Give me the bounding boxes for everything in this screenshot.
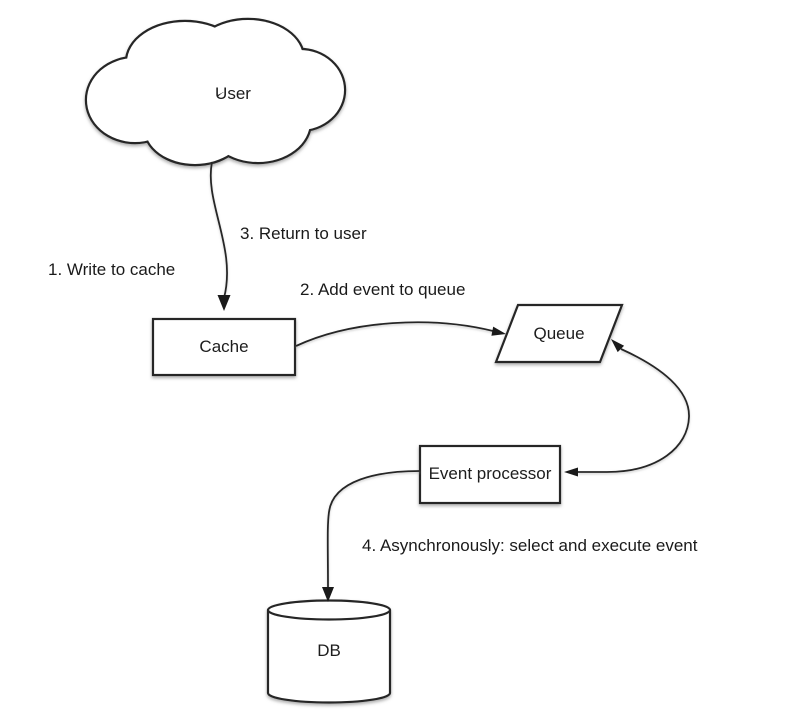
db-cylinder bbox=[266, 599, 392, 704]
arrowhead-into-event-processor bbox=[564, 467, 578, 477]
arrowheads-layer bbox=[217, 295, 625, 602]
step2-label: 2. Add event to queue bbox=[300, 280, 466, 299]
edge-cache-to-queue bbox=[295, 321, 494, 347]
arrowhead-into-db bbox=[322, 587, 334, 602]
user-node-label: User bbox=[215, 84, 251, 103]
event-processor-node-label: Event processor bbox=[428, 464, 552, 483]
db-node-label: DB bbox=[317, 641, 341, 660]
edge-user-to-cache bbox=[209, 161, 228, 299]
step1-label: 1. Write to cache bbox=[48, 260, 176, 279]
edge-queue-event-processor bbox=[578, 348, 690, 473]
arrowhead-into-queue-right bbox=[611, 339, 625, 353]
cache-node-label: Cache bbox=[199, 337, 249, 356]
edges-layer bbox=[209, 161, 690, 588]
step4-label: 4. Asynchronously: select and execute ev… bbox=[362, 536, 698, 555]
user-cloud bbox=[84, 17, 347, 167]
event-processor-box bbox=[418, 444, 562, 505]
queue-node-label: Queue bbox=[533, 324, 585, 343]
step3-label: 3. Return to user bbox=[240, 224, 367, 243]
edge-event-processor-to-db bbox=[326, 470, 421, 588]
cache-box bbox=[151, 317, 297, 377]
queue-parallelogram bbox=[494, 303, 624, 364]
arrowhead-into-cache bbox=[217, 295, 231, 311]
arrowhead-into-queue-left bbox=[491, 326, 506, 336]
